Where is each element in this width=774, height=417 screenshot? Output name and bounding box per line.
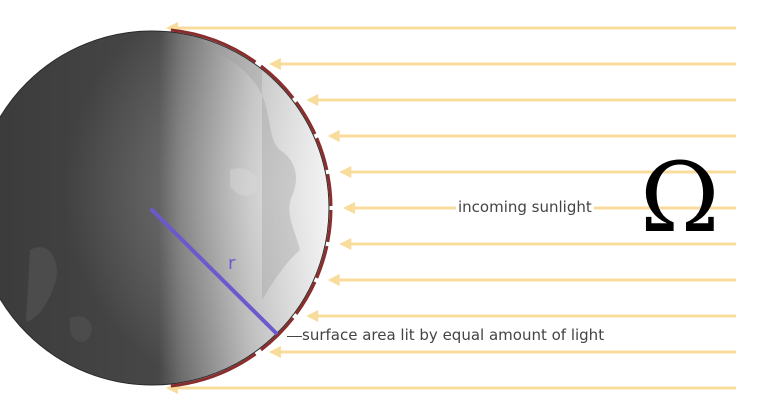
surface-arc-segment	[326, 209, 333, 243]
radius-label: r	[228, 253, 236, 274]
arrow-left-icon	[343, 202, 355, 214]
surface-arc-segment	[326, 173, 333, 207]
arrow-left-icon	[339, 166, 352, 178]
arrow-left-icon	[306, 310, 319, 322]
surface-arc-segment	[315, 245, 329, 279]
sunlight-rays	[166, 22, 736, 394]
incoming-sunlight-label: incoming sunlight	[456, 198, 594, 216]
surface-arc-segment	[295, 101, 317, 135]
surface-arc-segment	[315, 137, 329, 171]
arrow-left-icon	[268, 346, 281, 358]
radius-line	[150, 208, 278, 335]
surface-arc-segment	[260, 317, 295, 352]
arrow-left-icon	[327, 130, 340, 142]
arrow-left-icon	[268, 58, 281, 70]
surface-arc-segment	[295, 281, 317, 315]
surface-arc-segment	[170, 352, 257, 388]
arrow-left-icon	[306, 94, 319, 106]
arrow-left-icon	[339, 238, 352, 250]
surface-arc-segment	[260, 64, 295, 99]
surface-arc-segment	[170, 28, 257, 64]
arrow-left-icon	[327, 274, 340, 286]
solid-angle-symbol: Ω	[640, 142, 720, 254]
surface-area-arc	[170, 28, 333, 388]
surface-label-leader	[287, 336, 302, 337]
surface-area-label: surface area lit by equal amount of ligh…	[302, 326, 605, 344]
